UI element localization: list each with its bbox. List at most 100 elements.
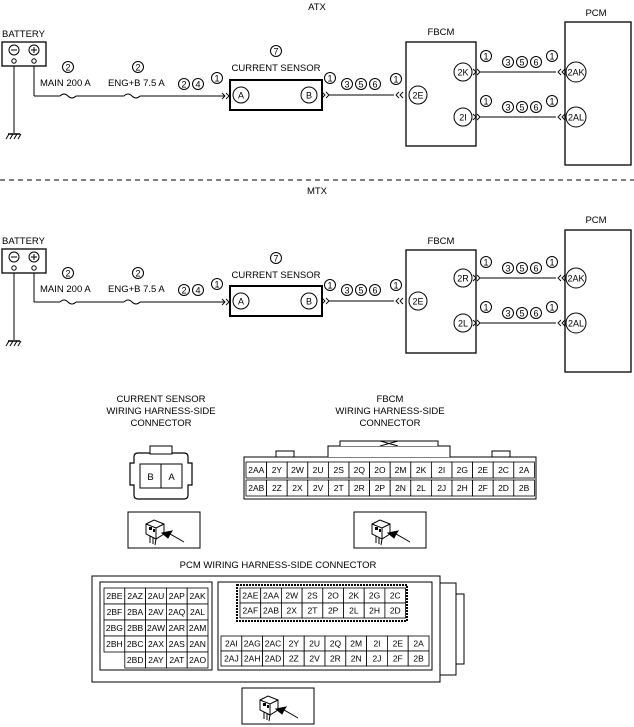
svg-text:2Q: 2Q: [354, 465, 366, 475]
svg-text:6: 6: [533, 264, 538, 274]
fbcm-pin-2V: 2V: [307, 479, 329, 497]
mtx-pcm-pin-bottom: 2AL: [568, 319, 584, 329]
current-sensor-connector: B A: [129, 445, 193, 500]
pcm-pin-2AB: 2AB: [260, 602, 282, 619]
svg-text:2BH: 2BH: [106, 639, 123, 649]
svg-text:2B: 2B: [413, 654, 424, 664]
atx-pcm-label: PCM: [585, 8, 606, 19]
pcm-pin-2BA: 2BA: [124, 603, 147, 621]
svg-text:2K: 2K: [416, 465, 427, 475]
svg-text:WIRING HARNESS-SIDE: WIRING HARNESS-SIDE: [106, 406, 215, 417]
fbcm-pin-2J: 2J: [430, 479, 453, 497]
atx-fbcm-label: FBCM: [428, 27, 455, 38]
fbcm-pin-2Q: 2Q: [348, 461, 371, 479]
atx-wire-code-a: 1: [214, 74, 219, 84]
svg-text:6: 6: [533, 309, 538, 319]
pcm-pin-2H: 2H: [363, 602, 386, 619]
fbcm-pin-2P: 2P: [369, 479, 391, 497]
svg-text:2A: 2A: [519, 465, 530, 475]
mtx-sensor-pin-a: A: [238, 297, 244, 307]
pcm-pin-2AC: 2AC: [262, 635, 284, 652]
svg-text:3: 3: [505, 58, 510, 68]
pcm-pin-2F: 2F: [386, 650, 409, 667]
mtx-sensor-code: 7: [273, 254, 278, 264]
cs-connector-view-icon: [127, 511, 201, 549]
fbcm-pin-2D: 2D: [492, 479, 515, 497]
svg-text:2B: 2B: [519, 483, 530, 493]
pcm-pin-2AZ: 2AZ: [124, 587, 147, 605]
svg-text:2AR: 2AR: [169, 623, 186, 633]
svg-text:2G: 2G: [457, 465, 468, 475]
svg-text:1: 1: [483, 303, 488, 313]
svg-text:2BC: 2BC: [127, 639, 144, 649]
mtx-wire-code-6: 6: [372, 286, 377, 296]
atx-fuse2-code: 2: [135, 63, 140, 73]
pcm-pin-2AE: 2AE: [239, 587, 262, 604]
svg-text:2Z: 2Z: [289, 654, 299, 664]
svg-text:2AN: 2AN: [189, 639, 206, 649]
svg-text:2D: 2D: [498, 483, 509, 493]
mtx-ground-icon: [5, 340, 22, 347]
svg-text:FBCM: FBCM: [377, 394, 404, 405]
svg-text:2K: 2K: [349, 591, 360, 601]
svg-text:2AB: 2AB: [263, 606, 279, 616]
atx-wire-b-code: 1: [327, 74, 332, 84]
svg-text:2F: 2F: [393, 654, 403, 664]
svg-text:2W: 2W: [291, 465, 304, 475]
mtx-pcm-label: PCM: [585, 215, 606, 226]
svg-text:2O: 2O: [374, 465, 386, 475]
fbcm-connector-title: FBCM WIRING HARNESS-SIDE CONNECTOR: [335, 394, 444, 429]
mtx-eng-fuse-label: ENG+B 7.5 A: [108, 284, 165, 295]
mtx-battery-icon: [1, 248, 47, 274]
svg-text:2J: 2J: [373, 654, 382, 664]
pcm-pin-2AI: 2AI: [220, 635, 243, 652]
fbcm-pin-2N: 2N: [389, 479, 412, 497]
svg-text:1: 1: [483, 97, 488, 107]
mtx-battery-label: BATTERY: [2, 236, 46, 247]
svg-text:2BB: 2BB: [127, 623, 143, 633]
svg-text:2V: 2V: [313, 483, 324, 493]
atx-pcm-box: [564, 21, 632, 166]
svg-text:2BG: 2BG: [106, 623, 123, 633]
pcm-pin-2AS: 2AS: [165, 635, 188, 653]
pcm-pin-2Q: 2Q: [324, 635, 347, 652]
pcm-pin-2BH: 2BH: [103, 635, 126, 653]
pcm-pin-2G: 2G: [363, 587, 386, 604]
svg-text:2AU: 2AU: [148, 591, 165, 601]
svg-text:2A: 2A: [413, 639, 424, 649]
atx-ground-icon: [5, 133, 22, 140]
svg-text:2AB: 2AB: [248, 483, 264, 493]
svg-text:5: 5: [519, 264, 524, 274]
mtx-fbcm-pin-bottom: 2L: [458, 319, 468, 329]
svg-text:2V: 2V: [309, 654, 320, 664]
svg-text:2AT: 2AT: [169, 655, 184, 665]
pcm-pin-2Z: 2Z: [282, 650, 305, 667]
svg-text:2D: 2D: [390, 606, 401, 616]
pcm-pin-2U: 2U: [303, 635, 326, 652]
pcm-pin-2AU: 2AU: [145, 587, 167, 605]
pcm-connector-title: PCM WIRING HARNESS-SIDE CONNECTOR: [180, 560, 377, 571]
fbcm-pin-2L: 2L: [410, 479, 432, 497]
svg-text:2G: 2G: [369, 591, 380, 601]
svg-text:2H: 2H: [457, 483, 468, 493]
svg-text:CONNECTOR: CONNECTOR: [130, 418, 191, 429]
mtx-link-top-codes: 1 3 5 6 1: [480, 256, 558, 274]
pcm-pin-2AH: 2AH: [241, 650, 264, 667]
mtx-wire-b-code: 1: [327, 281, 332, 291]
svg-text:2X: 2X: [287, 606, 298, 616]
pcm-pin-2Y: 2Y: [282, 635, 305, 652]
atx-title: ATX: [308, 2, 326, 13]
pcm-pin-2K: 2K: [343, 587, 365, 604]
svg-text:2AV: 2AV: [148, 607, 164, 617]
svg-text:2N: 2N: [351, 654, 362, 664]
svg-text:2AQ: 2AQ: [168, 607, 185, 617]
svg-text:1: 1: [483, 258, 488, 268]
cs-connector-pin-a: A: [168, 472, 175, 483]
svg-text:6: 6: [533, 103, 538, 113]
mtx-main-fuse-label: MAIN 200 A: [40, 284, 91, 295]
svg-text:2Y: 2Y: [272, 465, 283, 475]
mtx-fbcm-label: FBCM: [428, 236, 455, 247]
atx-wire-code-3: 3: [344, 80, 349, 90]
pcm-pin-2AA: 2AA: [260, 587, 282, 604]
svg-text:1: 1: [549, 258, 554, 268]
